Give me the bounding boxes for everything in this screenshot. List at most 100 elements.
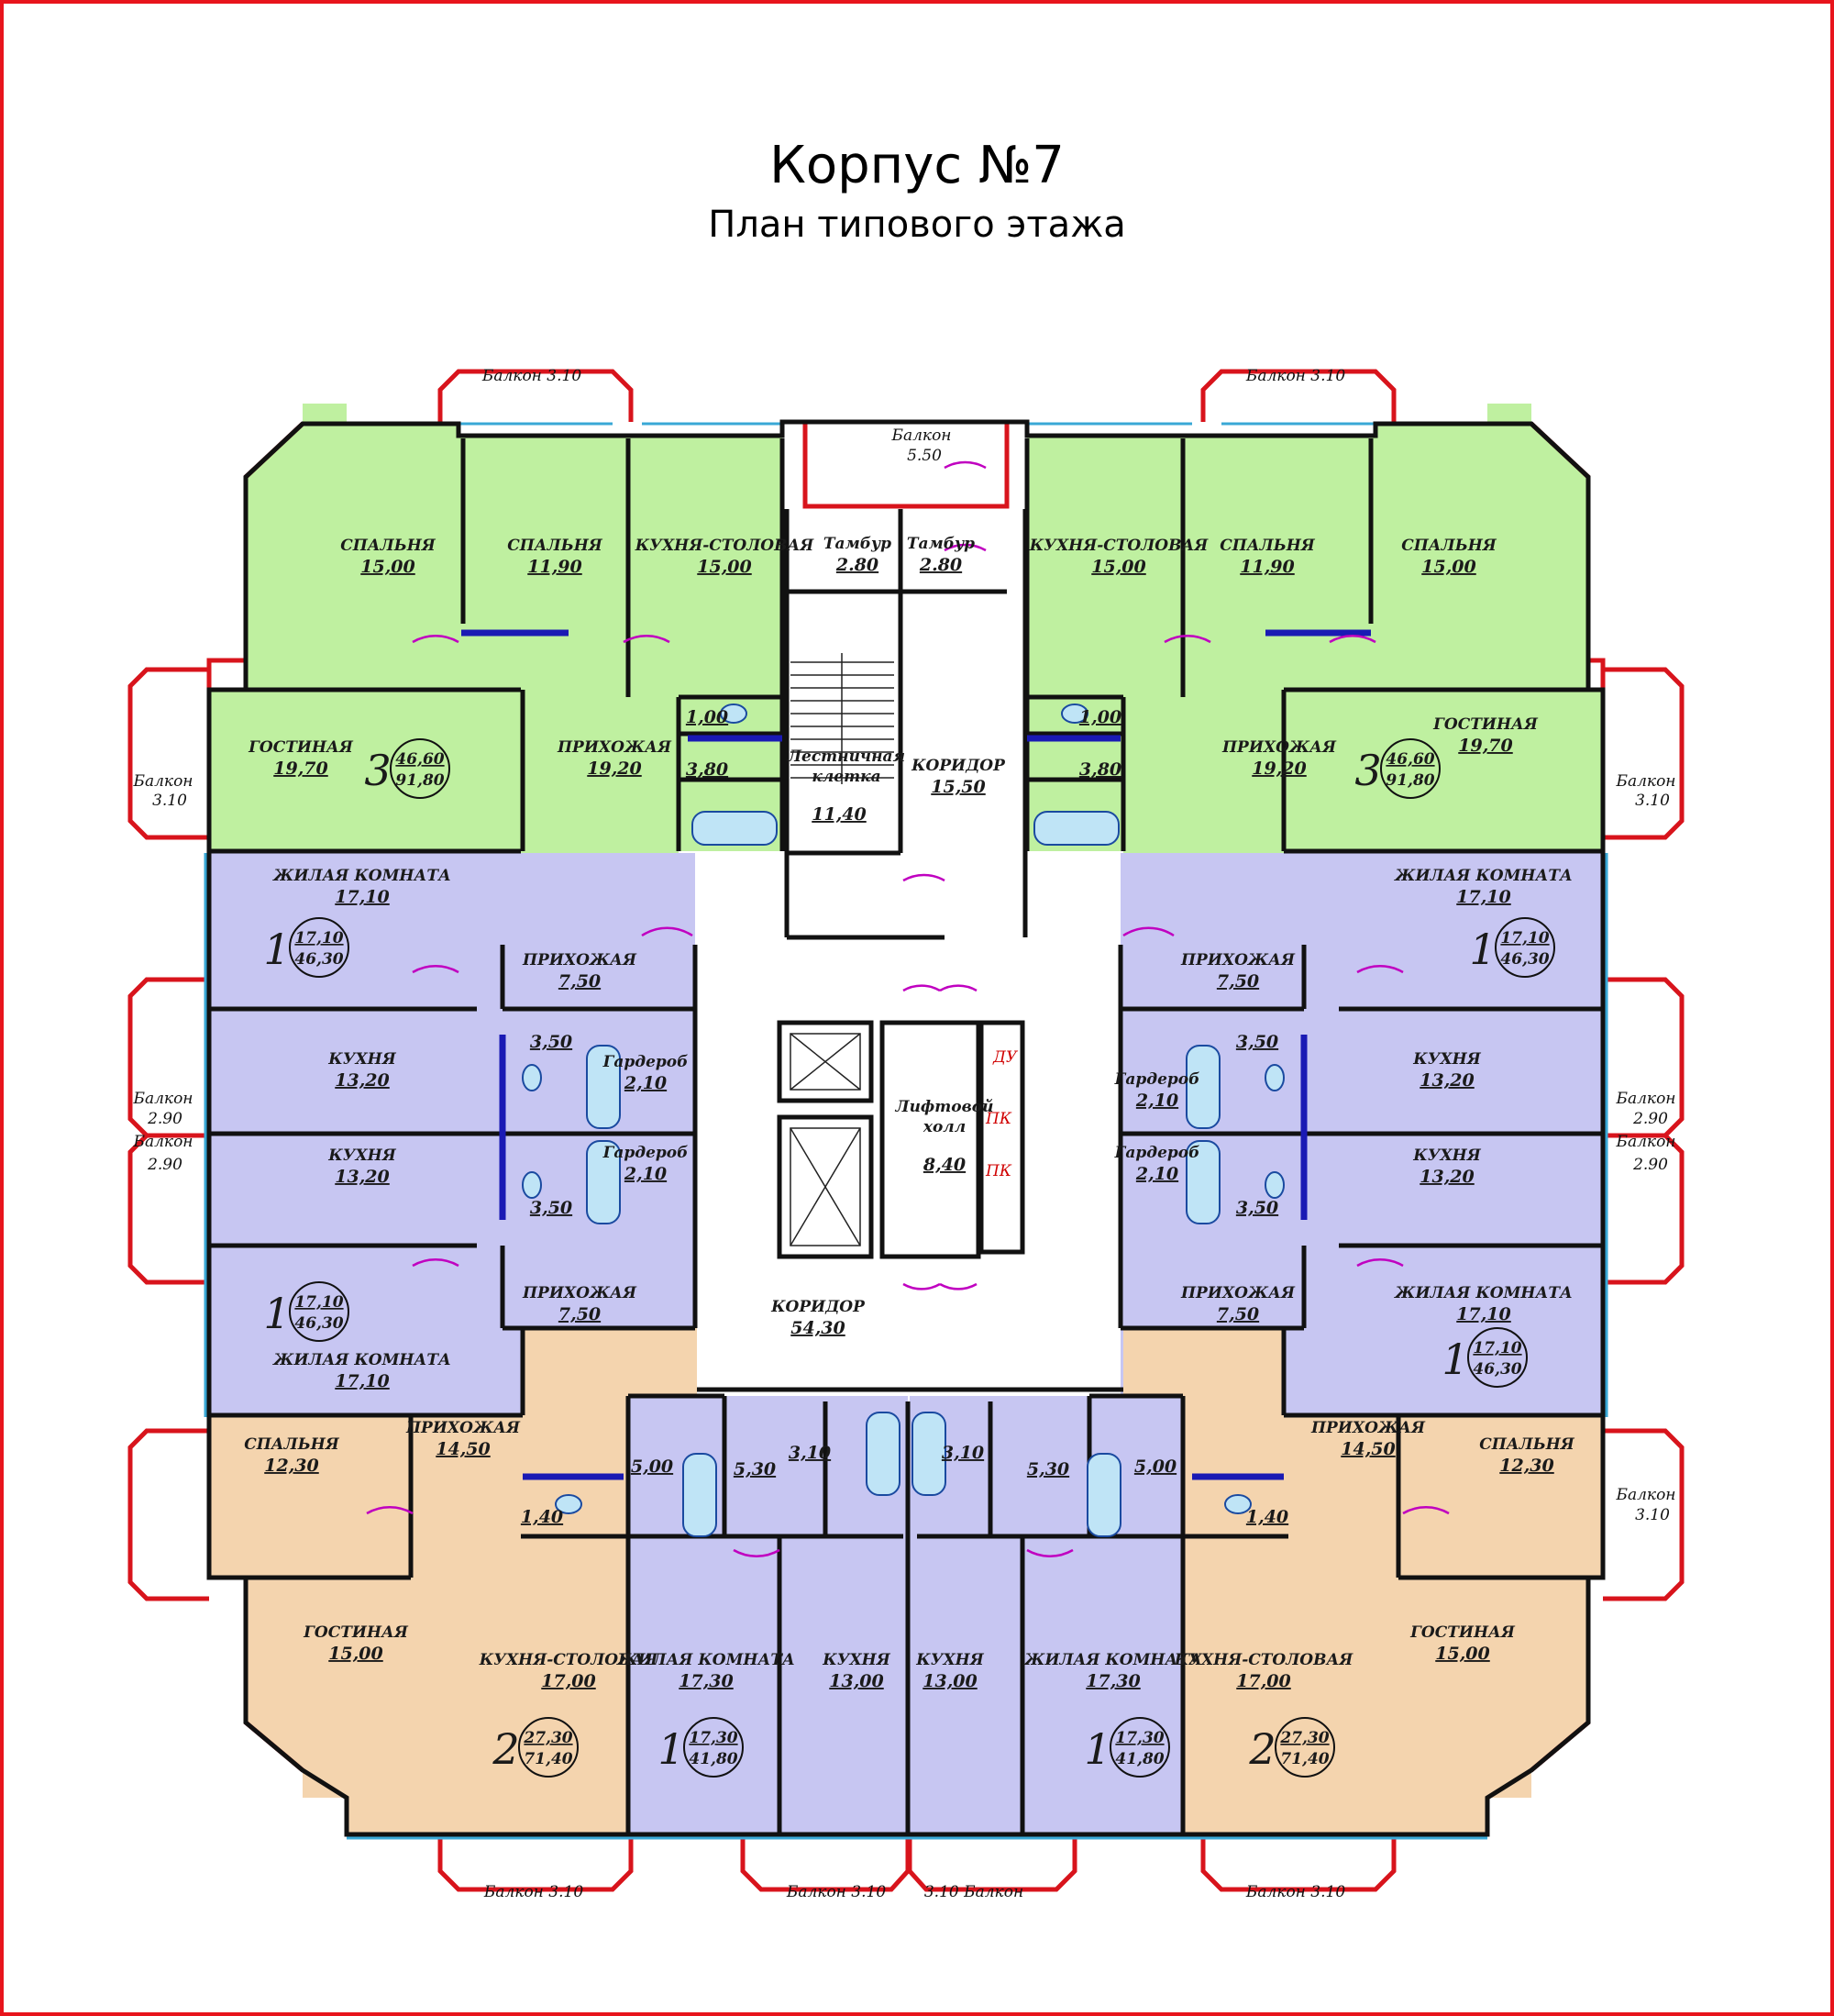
room-area-bl-bed: 12,30 bbox=[264, 1456, 319, 1476]
room-labels: СПАЛЬНЯ15,00СПАЛЬНЯ11,90КУХНЯ-СТОЛОВАЯ15… bbox=[244, 535, 1575, 1691]
balcony-left-top bbox=[127, 667, 209, 840]
room-area-bc1-kitchen: 13,00 bbox=[829, 1671, 884, 1691]
badge-total-area: 41,80 bbox=[1115, 1750, 1164, 1768]
toilet-r1 bbox=[1265, 1064, 1285, 1091]
balcony-label-b-right-top-area: 3.10 bbox=[1635, 792, 1670, 810]
badge-circle bbox=[1275, 1717, 1335, 1778]
room-name-l2-ward: Гардероб bbox=[602, 1144, 689, 1162]
badge-total-area: 91,80 bbox=[1386, 771, 1434, 790]
room-area-bc1-living: 17,30 bbox=[679, 1671, 734, 1691]
badge-living-area: 27,30 bbox=[523, 1729, 572, 1747]
badge-room-count: 3 bbox=[1354, 746, 1381, 795]
room-area-r2-bath: 3,50 bbox=[1236, 1198, 1278, 1218]
room-name-r1-living: ЖИЛАЯ КОМНАТА bbox=[1393, 867, 1573, 885]
apt-tr-fill bbox=[1027, 404, 1603, 937]
pk-marker-1: ПК bbox=[985, 1110, 1012, 1128]
balcony-label-b-right-mid1-name: Балкон bbox=[1615, 1090, 1675, 1108]
room-area-tl-living: 19,70 bbox=[273, 759, 328, 779]
room-area-l1-living: 17,10 bbox=[335, 887, 390, 907]
badge-room-count: 3 bbox=[364, 746, 391, 795]
room-name-tl-hall: ПРИХОЖАЯ bbox=[557, 738, 672, 757]
bathtub-r1 bbox=[1186, 1045, 1221, 1129]
room-area-tr-bed2: 11,90 bbox=[1240, 557, 1295, 577]
pk-marker-2: ПК bbox=[985, 1162, 1012, 1180]
room-area-tr-living: 19,70 bbox=[1458, 736, 1513, 756]
room-name-l1-kitchen: КУХНЯ bbox=[327, 1050, 397, 1069]
balcony-label-b-left-mid2-name: Балкон bbox=[132, 1133, 193, 1151]
room-name-bl-living: ГОСТИНАЯ bbox=[303, 1623, 409, 1642]
room-name-l2-hall: ПРИХОЖАЯ bbox=[522, 1284, 637, 1302]
bathtub-tl bbox=[691, 811, 778, 846]
badge-living-area: 17,10 bbox=[294, 1293, 343, 1312]
room-name-bl-bed: СПАЛЬНЯ bbox=[244, 1435, 340, 1454]
room-area-tamb2: 2.80 bbox=[919, 555, 962, 575]
balcony-label-b-right-mid1-area: 2.90 bbox=[1632, 1110, 1668, 1128]
badge-total-area: 71,40 bbox=[1280, 1750, 1329, 1768]
room-name-corr-c: КОРИДОР bbox=[770, 1298, 866, 1316]
room-name2-stairs: клетка bbox=[812, 768, 880, 786]
room-name-br-hall: ПРИХОЖАЯ bbox=[1310, 1419, 1426, 1437]
room-area-bc1-hall: 5,30 bbox=[734, 1459, 776, 1479]
room-name-lift-hall: Лифтовой bbox=[895, 1098, 994, 1116]
balcony-label-b-right-top-name: Балкон bbox=[1615, 772, 1675, 791]
room-area-l1-kitchen: 13,20 bbox=[335, 1070, 390, 1091]
balcony-right-mid2 bbox=[1603, 1133, 1685, 1285]
room-name-tr-hall: ПРИХОЖАЯ bbox=[1221, 738, 1337, 757]
du-marker: ДУ bbox=[992, 1048, 1019, 1067]
room-area-bc2-kitchen: 13,00 bbox=[923, 1671, 978, 1691]
room-area-r1-kitchen: 13,20 bbox=[1420, 1070, 1475, 1091]
bathtub-br bbox=[1087, 1453, 1121, 1537]
room-name-bc2-kitchen: КУХНЯ bbox=[915, 1651, 985, 1669]
wet-walls bbox=[461, 629, 1371, 1480]
room-name-r2-ward: Гардероб bbox=[1114, 1144, 1200, 1162]
balcony-label-b-right-bot-name: Балкон bbox=[1615, 1486, 1675, 1504]
room-area-tl-kitchen: 15,00 bbox=[697, 557, 752, 577]
room-name-tl-bed1: СПАЛЬНЯ bbox=[340, 537, 436, 555]
room-area-tl-bed2: 11,90 bbox=[527, 557, 582, 577]
balcony-label-b-left-mid2-area: 2.90 bbox=[147, 1156, 182, 1174]
apt-bl-fill bbox=[209, 1328, 697, 1834]
bathtub-bc1 bbox=[866, 1412, 900, 1496]
toilet-l1 bbox=[522, 1064, 542, 1091]
room-area-tl-hall: 19,20 bbox=[587, 759, 642, 779]
room-name-br-living: ГОСТИНАЯ bbox=[1409, 1623, 1516, 1642]
apt-bc1-fill bbox=[628, 1396, 908, 1834]
room-name-l1-living: ЖИЛАЯ КОМНАТА bbox=[271, 867, 451, 885]
badge-circle bbox=[289, 917, 349, 978]
balcony-label-b-bot-r: Балкон 3.10 bbox=[1245, 1883, 1345, 1901]
balcony-label-b-left-mid1-area: 2.90 bbox=[147, 1110, 182, 1128]
page-title: Корпус №7 bbox=[769, 136, 1065, 195]
badge-total-area: 91,80 bbox=[395, 771, 444, 790]
room-name2-lift-hall: холл bbox=[923, 1118, 966, 1136]
balcony-label-b-bot-l: Балкон 3.10 bbox=[483, 1883, 583, 1901]
room-area-r1-living: 17,10 bbox=[1456, 887, 1511, 907]
room-name-bc1-kitchen: КУХНЯ bbox=[822, 1651, 891, 1669]
balcony-top-right bbox=[1200, 369, 1397, 422]
badge-circle bbox=[289, 1281, 349, 1342]
room-area-br-wc: 1,40 bbox=[1246, 1507, 1288, 1527]
staircase bbox=[790, 653, 894, 784]
room-area-r2-hall: 7,50 bbox=[1217, 1304, 1259, 1324]
room-name-l1-hall: ПРИХОЖАЯ bbox=[522, 951, 637, 969]
room-area-tr-bed1: 15,00 bbox=[1421, 557, 1476, 577]
balcony-label-b-right-bot-area: 3.10 bbox=[1635, 1506, 1670, 1524]
badge-total-area: 46,30 bbox=[1473, 1360, 1521, 1379]
badge-total-area: 71,40 bbox=[524, 1750, 572, 1768]
room-area-bc1-bath: 3,10 bbox=[789, 1443, 831, 1463]
toilet-l2 bbox=[522, 1171, 542, 1199]
badge-total-area: 46,30 bbox=[1500, 950, 1549, 969]
room-name-br-bed: СПАЛЬНЯ bbox=[1479, 1435, 1575, 1454]
room-area-tr-kitchen: 15,00 bbox=[1091, 557, 1146, 577]
room-name-bl-hall: ПРИХОЖАЯ bbox=[405, 1419, 521, 1437]
room-name-bl-kitchen: КУХНЯ-СТОЛОВАЯ bbox=[479, 1651, 659, 1669]
room-area-br-bath: 5,00 bbox=[1134, 1457, 1177, 1477]
room-name-stairs: Лестничная bbox=[787, 748, 905, 766]
room-name-r2-living: ЖИЛАЯ КОМНАТА bbox=[1393, 1284, 1573, 1302]
room-area-bc2-hall: 5,30 bbox=[1027, 1459, 1069, 1479]
balcony-label-b-left-top-name: Балкон bbox=[132, 772, 193, 791]
